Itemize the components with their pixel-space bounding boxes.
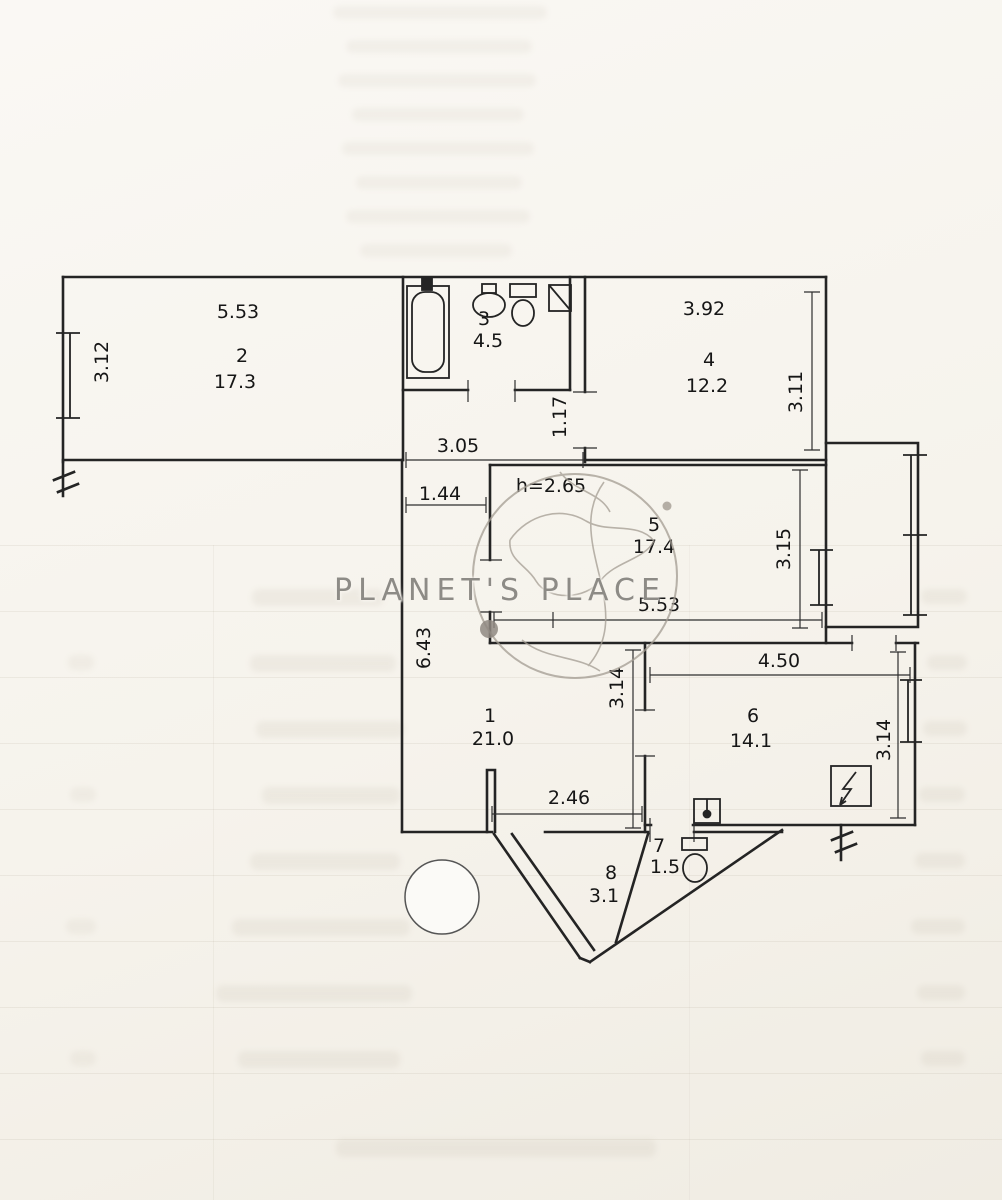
toilet-icon — [681, 837, 708, 883]
walls-layer — [52, 275, 920, 964]
dim-corridor-height: 1.17 — [549, 396, 571, 438]
globe-dot-large — [480, 620, 498, 638]
dim-hall-lower-width: 3.14 — [606, 667, 628, 709]
sink-icon — [472, 283, 506, 318]
toilet-icon — [509, 283, 537, 327]
room7-area: 1.5 — [650, 856, 680, 878]
dim-room5-width: 5.53 — [638, 594, 680, 616]
dim-room6-width: 4.50 — [758, 650, 800, 672]
bathtub-icon — [406, 276, 450, 379]
dim-corridor-width: 3.05 — [437, 435, 479, 457]
dimension-marks-layer — [405, 291, 911, 842]
room3-area: 4.5 — [473, 330, 503, 352]
valve-box — [693, 798, 721, 824]
room6-number: 6 — [747, 705, 759, 727]
room8-area: 3.1 — [589, 885, 619, 907]
fixtures-layer — [404, 276, 872, 935]
dim-room5-height: 3.15 — [773, 528, 795, 570]
room1-area: 21.0 — [472, 728, 514, 750]
room4-area: 12.2 — [686, 375, 728, 397]
windows-layer — [56, 332, 927, 743]
watermark-text: PLANET'S PLACE — [334, 573, 666, 608]
globe-dot-small — [662, 501, 672, 511]
dim-room4-height: 3.11 — [785, 371, 807, 413]
room6-area: 14.1 — [730, 730, 772, 752]
dim-room2-height: 3.12 — [91, 341, 113, 383]
dim-hall-top-width: 1.44 — [419, 483, 461, 505]
room1-number: 1 — [484, 705, 496, 727]
room3-number: 3 — [478, 308, 490, 330]
shaft-box — [548, 284, 572, 312]
labels-layer: 5.53 3.12 2 17.3 3 4.5 3.92 4 12.2 3.11 … — [91, 298, 895, 907]
stamp-circle — [404, 859, 480, 935]
dim-hall-bottom-width: 2.46 — [548, 787, 590, 809]
dim-room2-width: 5.53 — [217, 301, 259, 323]
room2-number: 2 — [236, 345, 248, 367]
globe-icon — [472, 471, 678, 679]
room2-area: 17.3 — [214, 371, 256, 393]
dim-room4-width: 3.92 — [683, 298, 725, 320]
dim-hall-height: 6.43 — [413, 627, 435, 669]
room4-number: 4 — [703, 349, 715, 371]
room5-number: 5 — [648, 514, 660, 536]
room8-number: 8 — [605, 862, 617, 884]
electric-panel-icon — [830, 765, 872, 807]
dim-room6-height: 3.14 — [873, 719, 895, 761]
room7-number: 7 — [653, 835, 665, 857]
